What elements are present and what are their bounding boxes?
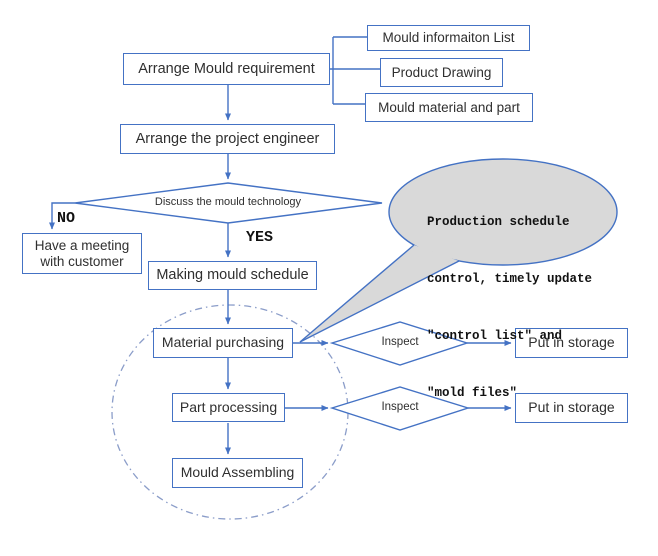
decision-inspect-1-label: Inspect — [381, 336, 419, 348]
node-mould-material-and-part: Mould material and part — [365, 93, 533, 122]
node-put-in-storage-1: Put in storage — [515, 328, 628, 358]
callout-ellipse — [388, 158, 618, 266]
decision-inspect-1 — [329, 321, 470, 366]
callout-line: ″control list″ and — [427, 329, 563, 343]
node-mould-information-list: Mould informaiton List — [367, 25, 530, 51]
node-material-purchasing: Material purchasing — [153, 328, 293, 358]
node-put-in-storage-2: Put in storage — [515, 393, 628, 423]
label-no: NO — [57, 210, 76, 227]
decision-inspect-2 — [329, 386, 471, 431]
connector-decision-no — [49, 202, 75, 230]
node-part-processing: Part processing — [172, 393, 285, 422]
callout-text: Production schedule control, timely upda… — [427, 175, 592, 441]
node-product-drawing: Product Drawing — [380, 58, 503, 87]
callout-tail — [300, 245, 459, 342]
node-have-meeting-with-customer: Have a meeting with customer — [22, 233, 142, 274]
node-arrange-mould-requirement: Arrange Mould requirement — [123, 53, 330, 85]
callout-bubble — [299, 158, 618, 343]
decision-discuss-label: Discuss the mould technology — [154, 196, 302, 208]
callout-line: control, timely update — [427, 272, 593, 286]
node-mould-assembling: Mould Assembling — [172, 458, 303, 488]
connectors — [49, 36, 512, 455]
callout-line: Production schedule — [427, 215, 570, 229]
decision-inspect-2-label: Inspect — [381, 401, 419, 413]
callout-line: ″mold files″ — [427, 386, 518, 400]
label-yes: YES — [246, 229, 274, 246]
node-making-mould-schedule: Making mould schedule — [148, 261, 317, 290]
node-arrange-project-engineer: Arrange the project engineer — [120, 124, 335, 154]
decision-discuss-mould-technology — [74, 182, 383, 224]
